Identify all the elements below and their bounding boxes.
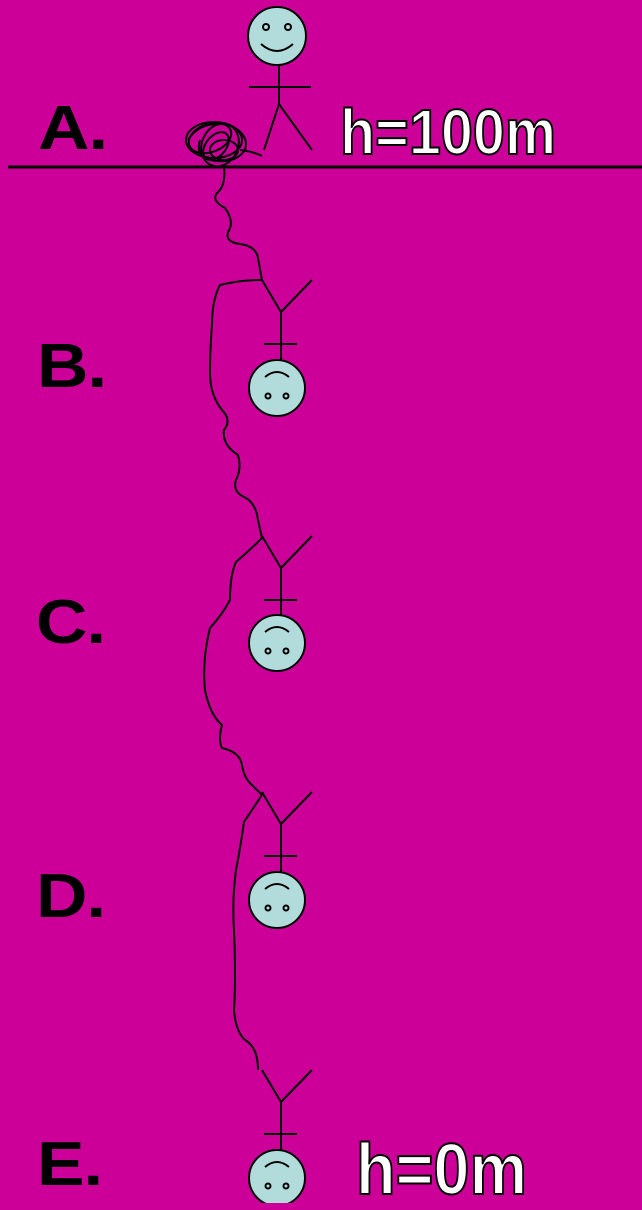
figure-d-head — [248, 871, 306, 929]
figure-d — [248, 791, 313, 929]
rope-segment-b-c — [203, 537, 263, 796]
position-label-e: E. — [37, 1130, 103, 1199]
figure-b-head — [248, 359, 306, 417]
position-label-a: A. — [38, 94, 108, 163]
rope-segment-c-e — [232, 794, 263, 1071]
figure-e — [248, 1069, 313, 1203]
height-label-bottom: h=0m — [355, 1130, 528, 1210]
position-label-c: C. — [36, 588, 106, 657]
figure-b — [248, 279, 313, 417]
figure-e-head — [248, 1149, 306, 1203]
position-label-b: B. — [37, 332, 107, 401]
position-label-d: D. — [36, 862, 106, 931]
height-label-top: h=100m — [339, 96, 557, 168]
rope-segment-a-b — [208, 165, 264, 539]
figure-a — [247, 6, 313, 151]
figure-c — [248, 535, 313, 672]
figure-a-head — [247, 6, 307, 66]
figure-c-head — [248, 614, 306, 672]
rope-coil — [185, 121, 263, 168]
